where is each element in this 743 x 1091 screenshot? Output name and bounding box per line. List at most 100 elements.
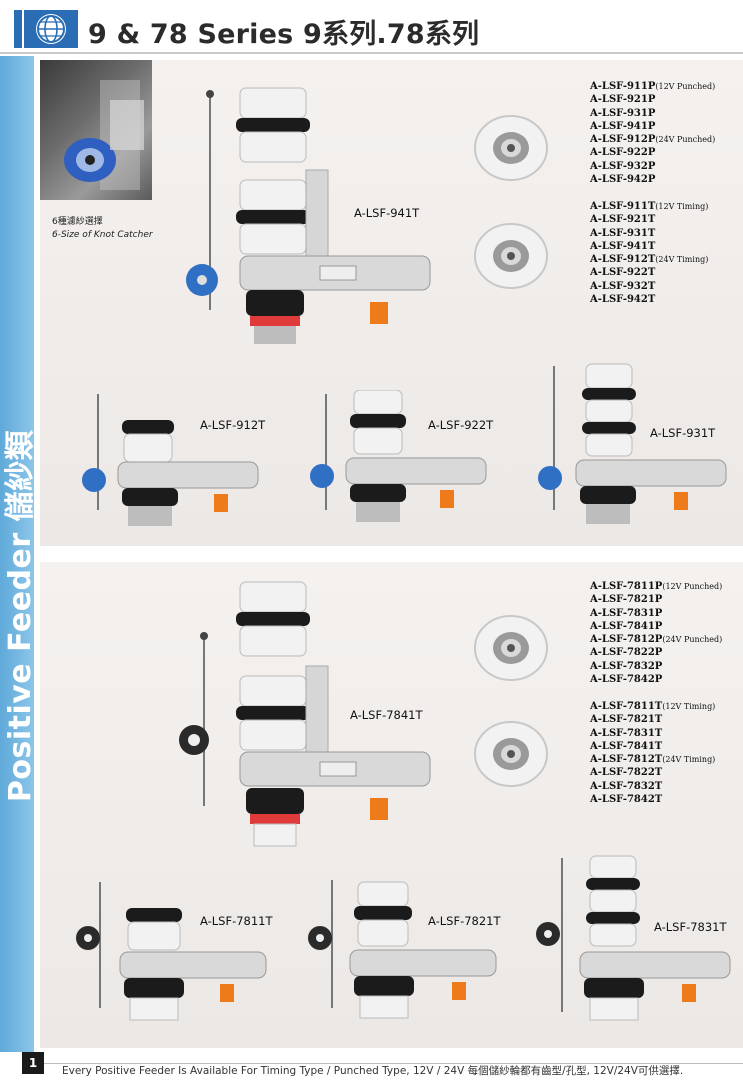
footer-note: Every Positive Feeder Is Available For T… — [62, 1065, 684, 1077]
small-feeder-image — [536, 855, 731, 1021]
page-header: 9 & 78 Series 9系列.78系列 — [0, 0, 743, 56]
timing-pulley-image — [474, 223, 548, 289]
model-number: A-LSF-7831T — [590, 727, 663, 739]
small-feeder-image — [82, 394, 259, 526]
model-item: A-LSF-931P — [590, 107, 715, 120]
model-number: A-LSF-7811P — [590, 581, 663, 592]
small-feeder-label: A-LSF-931T — [650, 426, 716, 440]
model-note: (12V Punched) — [655, 82, 716, 91]
page-number: 1 — [22, 1052, 44, 1074]
globe-logo-icon — [14, 10, 78, 48]
model-number: A-LSF-922P — [590, 147, 656, 159]
model-item: A-LSF-942T — [590, 293, 708, 306]
model-number: A-LSF-7821P — [590, 594, 663, 606]
small-feeder-image — [310, 390, 487, 522]
model-item: A-LSF-921T — [590, 213, 708, 226]
model-number: A-LSF-7822T — [590, 767, 663, 779]
model-item: A-LSF-7812P(24V Punched) — [590, 633, 722, 646]
main-feeder-image — [186, 87, 431, 344]
model-number: A-LSF-932P — [590, 160, 656, 172]
model-note: (24V Timing) — [655, 255, 709, 265]
knot-catcher-photo — [40, 60, 152, 200]
model-item: A-LSF-7822P — [590, 646, 722, 659]
model-number: A-LSF-942P — [590, 174, 656, 186]
model-number: A-LSF-912P — [590, 134, 656, 146]
model-number: A-LSF-7832T — [590, 780, 663, 792]
model-number: A-LSF-922T — [590, 267, 656, 279]
small-feeder-label: A-LSF-7821T — [428, 914, 501, 928]
model-item: A-LSF-7832P — [590, 660, 722, 673]
header-divider — [0, 52, 743, 54]
model-number: A-LSF-7841P — [590, 620, 663, 632]
model-item: A-LSF-7831T — [590, 727, 715, 740]
series-9-panel: 6種濾紗選擇 6-Size of Knot Catcher A-LSF-941T — [40, 60, 743, 546]
model-item: A-LSF-7841P — [590, 620, 722, 633]
model-item: A-LSF-922P — [590, 146, 715, 159]
model-number: A-LSF-7821T — [590, 714, 663, 726]
model-item: A-LSF-7821P — [590, 593, 722, 606]
model-item: A-LSF-7811T(12V Timing) — [590, 700, 715, 713]
model-item: A-LSF-7822T — [590, 766, 715, 779]
model-item: A-LSF-7842T — [590, 793, 715, 806]
model-number: A-LSF-931P — [590, 107, 656, 119]
model-number: A-LSF-7831P — [590, 607, 663, 619]
model-note: (24V Timing) — [662, 755, 716, 765]
model-number: A-LSF-7842T — [590, 794, 663, 806]
model-number: A-LSF-7822P — [590, 647, 663, 659]
model-number: A-LSF-7841T — [590, 740, 663, 752]
punched-pulley-image — [474, 615, 548, 681]
small-feeder-label: A-LSF-7811T — [200, 914, 273, 928]
model-item: A-LSF-912T(24V Timing) — [590, 253, 708, 266]
model-item: A-LSF-911T(12V Timing) — [590, 200, 708, 213]
main-feeder-image — [179, 581, 431, 847]
model-note: (24V Punched) — [655, 135, 716, 145]
model-item: A-LSF-932T — [590, 280, 708, 293]
model-number: A-LSF-932T — [590, 280, 656, 292]
timing-pulley-image — [474, 721, 548, 787]
model-item: A-LSF-941P — [590, 120, 715, 133]
model-item: A-LSF-7831P — [590, 607, 722, 620]
model-item: A-LSF-7832T — [590, 780, 715, 793]
small-feeder-image — [308, 880, 497, 1019]
model-number: A-LSF-941T — [590, 240, 656, 252]
inset-caption-en: 6-Size of Knot Catcher — [52, 230, 153, 240]
footer-divider — [36, 1063, 743, 1064]
model-number: A-LSF-911P — [590, 81, 656, 92]
model-number: A-LSF-7832P — [590, 660, 663, 672]
model-item: A-LSF-931T — [590, 227, 708, 240]
model-number: A-LSF-942T — [590, 294, 656, 306]
model-number: A-LSF-7812T — [590, 754, 663, 766]
model-number: A-LSF-911T — [590, 201, 656, 212]
model-item: A-LSF-912P(24V Punched) — [590, 133, 715, 146]
model-number: A-LSF-7812P — [590, 634, 663, 646]
model-item: A-LSF-922T — [590, 266, 708, 279]
sidebar-label: Positive Feeder 儲紗類 — [3, 429, 38, 803]
model-note: (12V Timing) — [655, 202, 709, 211]
category-sidebar: Positive Feeder 儲紗類 — [0, 56, 38, 1056]
panel-divider — [40, 550, 743, 558]
small-feeder-image — [76, 882, 267, 1021]
page-title: 9 & 78 Series 9系列.78系列 — [88, 19, 480, 50]
small-feeder-label: A-LSF-922T — [428, 418, 494, 432]
model-item: A-LSF-7811P(12V Punched) — [590, 580, 722, 593]
model-item: A-LSF-7841T — [590, 740, 715, 753]
main-feeder-label: A-LSF-941T — [354, 206, 420, 220]
small-feeder-label: A-LSF-912T — [200, 418, 266, 432]
model-note: (12V Timing) — [662, 702, 716, 711]
page-footer — [0, 1052, 743, 1091]
model-note: (24V Punched) — [662, 635, 723, 645]
model-number: A-LSF-941P — [590, 120, 656, 132]
model-item: A-LSF-7821T — [590, 713, 715, 726]
model-item: A-LSF-942P — [590, 173, 715, 186]
model-item: A-LSF-7812T(24V Timing) — [590, 753, 715, 766]
model-number: A-LSF-921T — [590, 214, 656, 226]
punched-pulley-image — [474, 115, 548, 181]
model-number: A-LSF-7842P — [590, 674, 663, 686]
small-feeder-label: A-LSF-7831T — [654, 920, 727, 934]
model-item: A-LSF-921P — [590, 93, 715, 106]
model-number: A-LSF-921P — [590, 94, 656, 106]
model-item: A-LSF-911P(12V Punched) — [590, 80, 715, 93]
model-number: A-LSF-912T — [590, 254, 656, 266]
